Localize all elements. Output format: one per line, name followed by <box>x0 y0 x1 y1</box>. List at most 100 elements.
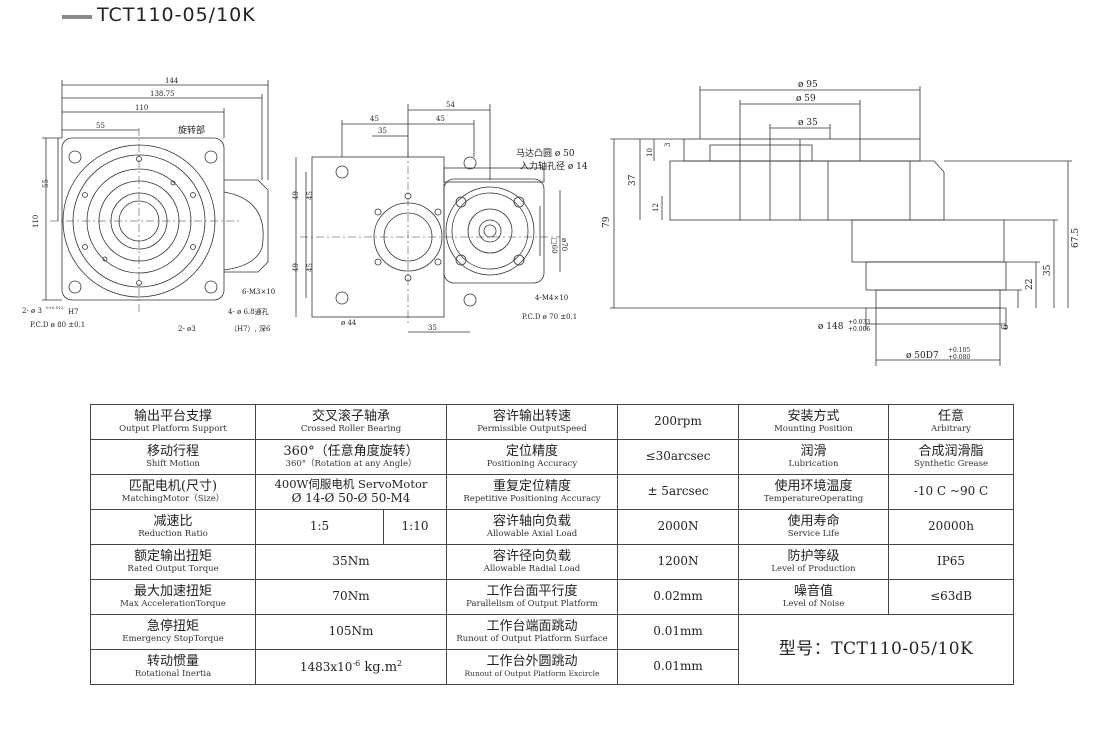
dim-110-v: 110 <box>32 215 40 228</box>
label-motor-boss: 马达凸圆 ø 50 <box>516 147 575 159</box>
spec-value-cell: ≤30arcsec <box>617 439 739 475</box>
label-pin-h7: H7 <box>68 308 79 316</box>
label-pin-depth: （H7）, 深6 <box>230 324 271 333</box>
dim-d59: ø 59 <box>796 94 816 104</box>
label-pcd-80: P.C.D ø 80 ±0.1 <box>30 321 85 329</box>
spec-value-cell: 0.02mm <box>617 579 739 615</box>
dim-h79: 79 <box>602 216 612 228</box>
dim-h37: 37 <box>628 174 638 186</box>
spec-value-cell: 105Nm <box>255 614 447 650</box>
spec-value-cell: 1:5 <box>255 509 384 545</box>
spec-value-cell: 0.01mm <box>617 614 739 650</box>
dim-35: 35 <box>378 127 387 135</box>
spec-value-cell: 1483x10-6 kg.m2 <box>255 649 447 685</box>
dim-45-b: 45 <box>436 115 445 123</box>
dim-54: 54 <box>446 101 455 109</box>
side-view <box>610 86 1072 366</box>
spec-label-cell: 匹配电机(尺寸)MatchingMotor（Size） <box>90 474 256 510</box>
front-view <box>42 80 269 312</box>
dim-d50-tol-dn: +0.080 <box>948 354 970 361</box>
model-number: 型号：TCT110-05/10K <box>738 614 1014 685</box>
dim-sq60: □60 <box>550 238 558 254</box>
dim-h35: 35 <box>1043 264 1053 276</box>
spec-value-cell: 360°（任意角度旋转）360°（Rotation at any Angle） <box>255 439 447 475</box>
dim-h12: 12 <box>652 203 660 212</box>
middle-view <box>295 104 561 333</box>
dim-49-a: 49 <box>292 191 300 200</box>
label-through-hole: 4- ø 6.8通孔 <box>228 307 269 316</box>
spec-value-cell: 2000N <box>617 509 739 545</box>
page-title: TCT110-05/10K <box>97 4 256 26</box>
dim-45-d: 45 <box>306 263 314 272</box>
label-pin-left: 2- ø 3 <box>22 307 42 315</box>
dim-h10: 10 <box>646 148 654 157</box>
spec-row: 匹配电机(尺寸)MatchingMotor（Size） 400W伺服电机 Ser… <box>90 474 1014 510</box>
label-pin-tol: 0+0.012 <box>46 305 64 310</box>
label-m3: 6-M3×10 <box>242 288 275 296</box>
dim-d44: ø 44 <box>341 319 357 327</box>
spec-value-cell: 20000h <box>888 509 1014 545</box>
spec-value-cell: -10 C ~90 C <box>888 474 1014 510</box>
spec-value-cell: 0.01mm <box>617 649 739 685</box>
spec-value-cell: IP65 <box>888 544 1014 580</box>
spec-value-cell: 1:10 <box>383 509 447 545</box>
dim-45-a: 45 <box>370 115 379 123</box>
dim-110-h: 110 <box>135 104 148 112</box>
spec-value-cell: 70Nm <box>255 579 447 615</box>
dim-55-h: 55 <box>96 122 105 130</box>
label-pin-bottom: 2- ø3 <box>178 325 196 333</box>
dim-45-c: 45 <box>306 191 314 200</box>
spec-value-cell: 35Nm <box>255 544 447 580</box>
dim-h3: 3 <box>664 143 672 147</box>
dim-49-b: 49 <box>292 263 300 272</box>
title-bar <box>62 15 92 19</box>
dim-d50-tol-up: +0.105 <box>948 347 970 354</box>
spec-value-cell: 1200N <box>617 544 739 580</box>
label-m4: 4-M4×10 <box>535 294 568 302</box>
dim-d148: ø 148 <box>818 322 844 332</box>
dim-d35: ø 35 <box>798 118 818 128</box>
dim-d50d7: ø 50D7 <box>906 351 939 361</box>
label-pcd-70: P.C.D ø 70 ±0.1 <box>522 313 577 321</box>
spec-value-cell: 200rpm <box>617 404 739 440</box>
dim-h22: 22 <box>1025 279 1035 290</box>
dim-d70: ø70 <box>560 238 568 251</box>
dim-d148-tol-up: +0.033 <box>848 319 870 326</box>
spec-value-cell: ≤63dB <box>888 579 1014 615</box>
dim-35-b: 35 <box>428 324 437 332</box>
technical-drawing: 144 138.75 110 55 55 110 旋转部 6-M3×10 4- … <box>22 77 1081 366</box>
dim-d95: ø 95 <box>798 80 818 90</box>
label-rotating-part: 旋转部 <box>178 124 205 136</box>
spec-value-cell: ± 5arcsec <box>617 474 739 510</box>
